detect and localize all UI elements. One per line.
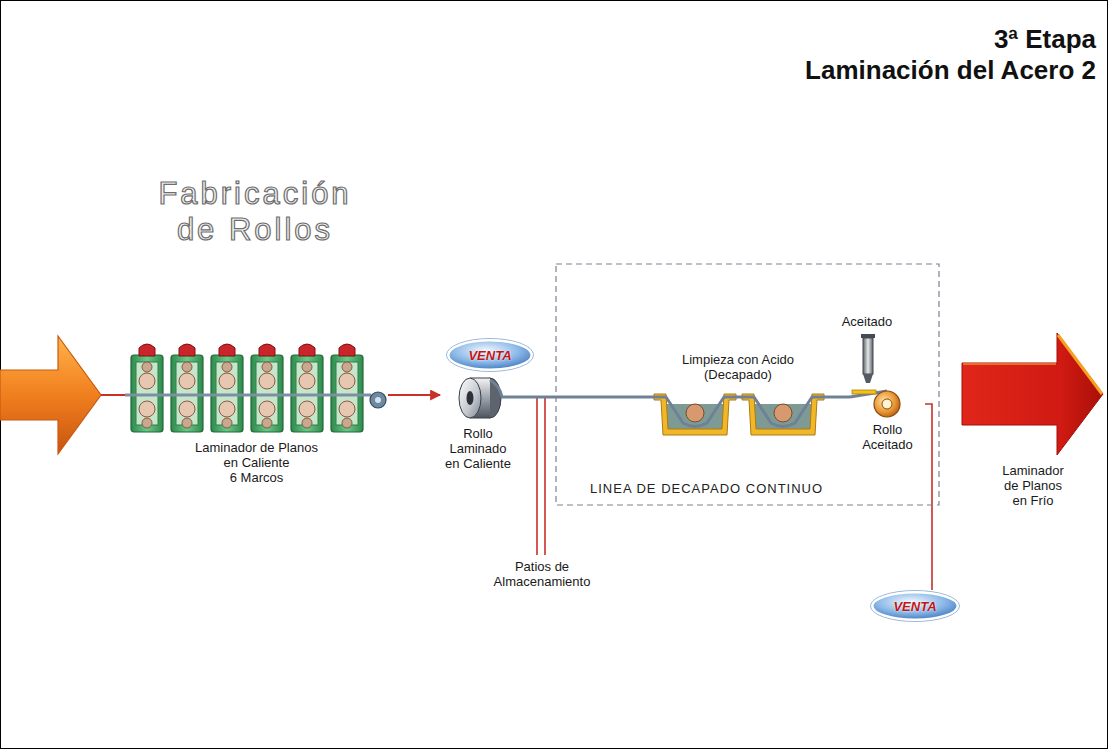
coiler [370,392,386,408]
nozzle-body [863,338,873,374]
steel-strip [648,397,828,427]
dashed-region [556,264,939,505]
mill-roll [342,418,352,428]
mill-roll [222,362,232,372]
node-label: Rollo Laminado en Caliente [445,426,511,471]
oiler-nozzle: Aceitado [832,314,902,386]
sale-oval: VENTA [446,338,534,372]
node-label: Aceitado [842,314,893,329]
mill-roll [262,362,272,372]
flow-line [388,394,440,396]
pickling-line-region: LINEA DE DECAPADO CONTINUO Limpieza con A… [555,263,940,506]
mill-stand [251,344,283,432]
node-label: Limpieza con Acido (Decapado) [682,352,794,382]
exit-arrow-edge [963,363,1056,365]
sale-oval: VENTA [870,590,960,622]
node-label: Laminador de Planos en Caliente 6 Marcos [195,440,318,485]
mill-roll [182,362,192,372]
steel-strip [828,396,850,399]
oval-shape [873,593,958,620]
mill-roll [299,373,315,389]
stand-cap [179,344,195,356]
title-holder: 3ª Etapa Laminación del Acero 2 [805,24,1096,86]
steel-strip [516,396,648,399]
mill-roll [219,373,235,389]
hot-rolling-mill: Laminador de Planos en Caliente 6 Marcos [125,340,388,492]
node-label: Patios de Almacenamiento [494,559,591,589]
mill-roll [139,373,155,389]
coil-hole [467,391,474,405]
entry-arrow [0,336,101,454]
mill-roll [339,373,355,389]
node-shape [555,263,940,506]
mill-stand [211,344,243,432]
nozzle-cap [861,334,875,338]
mill-stand [131,344,163,432]
mill-roll [262,418,272,428]
mill-roll [302,362,312,372]
stand-cap [299,344,315,356]
mill-roll [142,362,152,372]
roll-hub [882,399,892,409]
exit-arrow [962,333,1103,455]
coiler-hub [375,397,381,403]
hot-rolled-coil: Rollo Laminado en Caliente [440,378,516,482]
stand-cap [139,344,155,356]
mill-roll [222,418,232,428]
mill-stand [291,344,323,432]
oval-outer [447,339,534,372]
oiled-coil: Rollo Aceitado [850,386,925,470]
diagram-title: 3ª Etapa Laminación del Acero 2 [805,24,1096,86]
storage-yard: Patios de Almacenamiento [488,555,596,595]
mill-roll [299,401,315,417]
mill-roll [182,418,192,428]
exit-arrow-edge [1058,335,1102,394]
entry-line [101,394,128,396]
oiled-roll [874,391,900,417]
node-label: Rollo Aceitado [862,422,913,452]
stand-cap [219,344,235,356]
steel-strip [490,380,516,397]
node-label: VENTA [468,348,511,363]
oval-shape [449,341,532,370]
mill-roll [342,362,352,372]
tank-roller [686,404,704,422]
section-heading: Fabricación de Rollos [100,176,410,248]
mill-stand [331,344,363,432]
stand-cap [339,344,355,356]
tank-roller [774,404,792,422]
node-label: VENTA [893,599,936,614]
mill-roll [179,401,195,417]
mill-roll [219,401,235,417]
nozzle-tip [863,374,873,383]
mill-roll [259,401,275,417]
stand-cap [259,344,275,356]
coil-face [459,378,481,418]
mill-roll [302,418,312,428]
flow-line [516,397,545,555]
oil-spray-bar [852,390,876,394]
node-label: LINEA DE DECAPADO CONTINUO [590,481,823,496]
mill-roll [179,373,195,389]
label-holder: Fabricación de Rollos [100,176,410,248]
mill-roll [339,401,355,417]
mill-roll [142,418,152,428]
oval-outer [871,591,960,622]
steel-strip [125,394,371,397]
flow-line [925,404,932,590]
mill-roll [259,373,275,389]
pickling-tanks: Limpieza con Acido (Decapado) [648,350,828,440]
mill-stand [171,344,203,432]
node-label: Laminador de Planos en Frío [1002,463,1063,508]
cold-mill-arrow: Laminador de Planos en Frío [962,333,1104,525]
flow-line [516,397,537,555]
mill-roll [139,401,155,417]
